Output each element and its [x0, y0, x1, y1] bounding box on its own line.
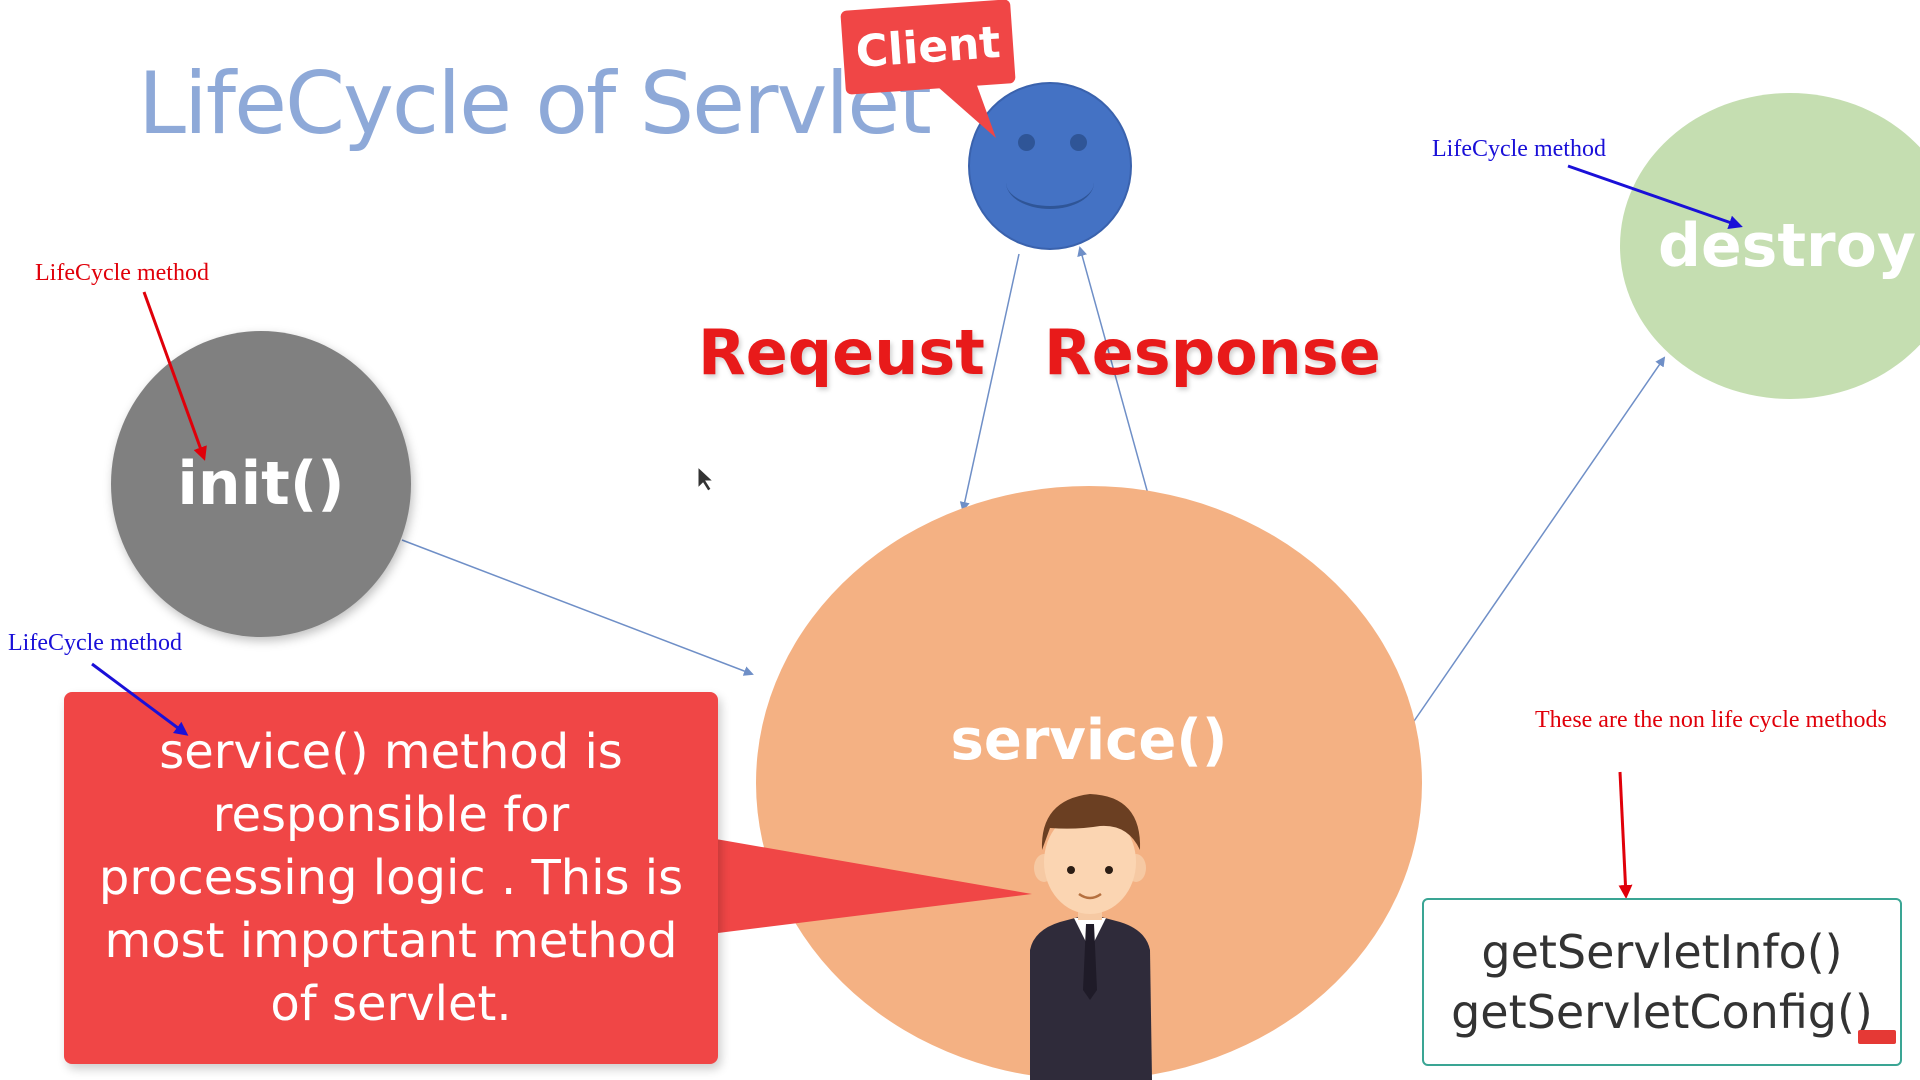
- get-servlet-config-method: getServletConfig(): [1451, 985, 1873, 1039]
- subscribe-badge-icon: [1858, 1030, 1896, 1044]
- non-life-cycle-methods-box: getServletInfo() getServletConfig(): [1422, 898, 1902, 1066]
- destroy-note-arrow: [1567, 164, 1743, 229]
- service-lifecycle-note: LifeCycle method: [8, 630, 182, 656]
- service-callout: service() method is responsible for proc…: [64, 692, 718, 1064]
- callout-text: service() method is responsible for proc…: [98, 723, 684, 1032]
- left-eye: [1018, 134, 1035, 151]
- response-connector: [1077, 246, 1149, 495]
- destroy-circle: destroy(): [1620, 93, 1920, 399]
- right-eye: [1070, 134, 1087, 151]
- init-lifecycle-note: LifeCycle method: [35, 260, 209, 286]
- init-note-arrow: [142, 291, 207, 461]
- response-label: Response: [1044, 316, 1381, 389]
- destroy-label: destroy(): [1658, 211, 1920, 281]
- smiley-face-icon: [968, 82, 1132, 250]
- destroy-lifecycle-note: LifeCycle method: [1432, 136, 1606, 162]
- service-label: service(): [950, 708, 1228, 773]
- non-life-note-arrow: [1618, 771, 1633, 899]
- request-label: Reqeust: [698, 316, 985, 389]
- service-to-destroy-connector: [1411, 356, 1666, 725]
- non-life-cycle-note: These are the non life cycle methods: [1535, 707, 1887, 733]
- request-connector: [959, 253, 1020, 512]
- init-to-service-connector: [401, 539, 754, 676]
- mouse-cursor-icon: [697, 465, 715, 492]
- slide-title: LifeCycle of Servlet: [138, 54, 932, 154]
- get-servlet-info-method: getServletInfo(): [1481, 925, 1843, 979]
- smile: [1006, 156, 1094, 209]
- service-note-arrow: [91, 662, 189, 736]
